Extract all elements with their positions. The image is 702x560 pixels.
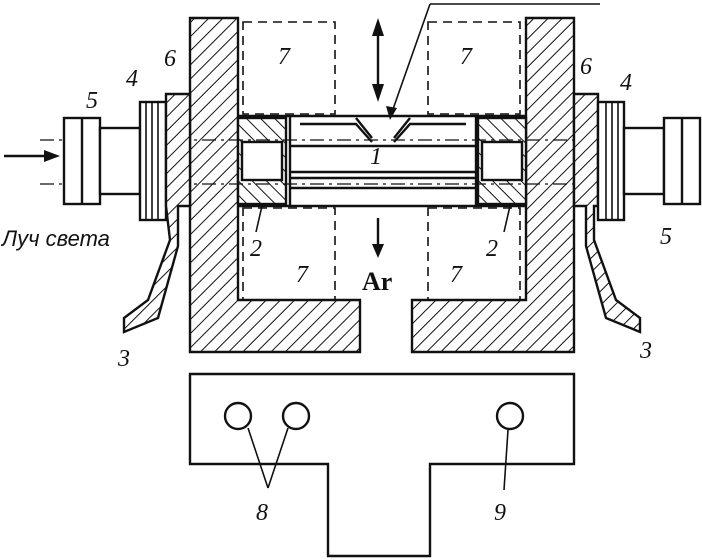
hole-left-b bbox=[281, 401, 311, 431]
housing-right bbox=[410, 16, 576, 354]
label-6-right: 6 bbox=[580, 54, 592, 80]
leader-2-left bbox=[255, 205, 263, 233]
fitting-left bbox=[62, 92, 192, 334]
cavities bbox=[242, 21, 521, 301]
hole-right bbox=[495, 401, 525, 431]
label-5-left: 5 bbox=[86, 88, 98, 114]
leader-top bbox=[386, 3, 600, 120]
base-block bbox=[188, 372, 576, 558]
label-4-right: 4 bbox=[620, 70, 632, 96]
label-2-left: 2 bbox=[250, 236, 262, 262]
label-7-top-right: 7 bbox=[460, 44, 473, 70]
argon-arrow bbox=[372, 218, 384, 258]
light-beam-arrow bbox=[4, 150, 60, 162]
label-7-bottom-left: 7 bbox=[296, 262, 309, 288]
label-9: 9 bbox=[494, 500, 506, 526]
label-7-top-left: 7 bbox=[278, 44, 291, 70]
label-3-left: 3 bbox=[117, 346, 130, 372]
tube-body bbox=[238, 114, 526, 208]
label-2-right: 2 bbox=[486, 236, 498, 262]
window-holder-left bbox=[236, 116, 288, 206]
housing-left bbox=[188, 16, 362, 354]
leader-2-right bbox=[503, 205, 511, 233]
window-holder-right bbox=[476, 116, 528, 206]
label-6-left: 6 bbox=[164, 46, 176, 72]
label-8: 8 bbox=[256, 500, 268, 526]
vertical-double-arrow bbox=[372, 18, 384, 102]
hole-left-a bbox=[223, 401, 253, 431]
label-1: 1 bbox=[370, 144, 382, 170]
label-light-beam: Луч света bbox=[0, 226, 110, 251]
nozzle bbox=[300, 117, 466, 143]
label-7-bottom-right: 7 bbox=[450, 262, 463, 288]
fitting-right bbox=[572, 92, 702, 334]
label-5-right: 5 bbox=[660, 224, 672, 250]
label-3-right: 3 bbox=[639, 338, 652, 364]
label-argon: Ar bbox=[362, 267, 392, 296]
label-4-left: 4 bbox=[126, 66, 138, 92]
